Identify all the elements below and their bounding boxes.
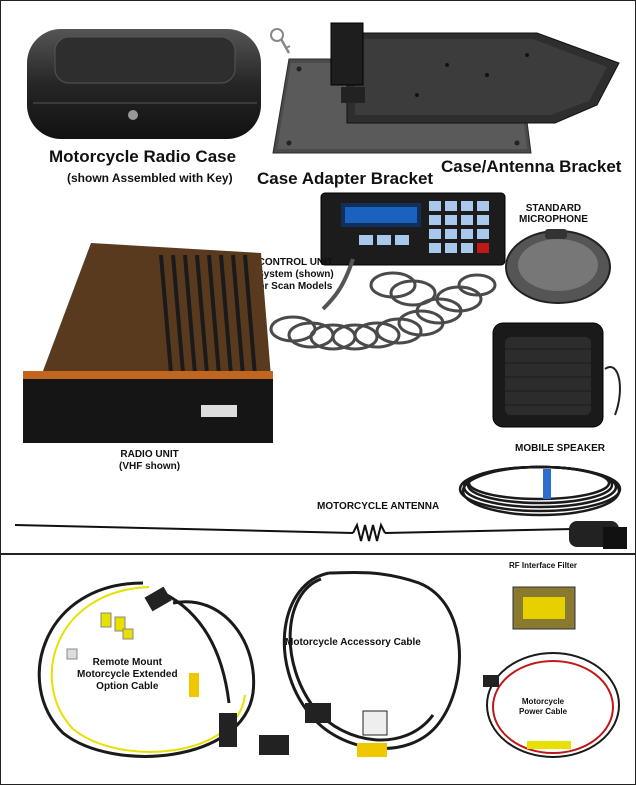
- standard-microphone-label: STANDARD MICROPHONE: [519, 203, 588, 225]
- remote-mount-line3: Option Cable: [96, 681, 159, 692]
- motorcycle-antenna-image: [14, 521, 627, 549]
- case-antenna-bracket-label: Case/Antenna Bracket: [441, 157, 622, 176]
- motorcycle-antenna-label: MOTORCYCLE ANTENNA: [317, 501, 440, 512]
- radio-unit-label: RADIO UNIT (VHF shown): [119, 449, 180, 473]
- coiled-cord-image: [269, 258, 497, 351]
- remote-mount-line2: Motorcycle Extended: [77, 669, 178, 680]
- radio-case-label: Motorcycle Radio Case: [49, 147, 237, 166]
- case-adapter-bracket-label: Case Adapter Bracket: [257, 169, 434, 188]
- radio-case-sublabel: (shown Assembled with Key): [67, 171, 233, 185]
- power-cable-label: Motorcycle Power Cable: [519, 697, 567, 717]
- control-unit-image: [320, 192, 506, 266]
- mobile-speaker-image: [492, 322, 621, 428]
- standard-microphone-line2: MICROPHONE: [519, 214, 588, 225]
- control-unit-line1: CONTROL UNIT: [257, 257, 334, 268]
- case-antenna-bracket-image: [330, 22, 620, 124]
- antenna-cable-bundle-image: [458, 465, 622, 517]
- control-unit-label: CONTROL UNIT System (shown) or Scan Mode…: [257, 257, 334, 293]
- accessory-cable-image: [259, 570, 461, 757]
- power-cable-line1: Motorcycle: [521, 697, 565, 706]
- remote-mount-line1: Remote Mount: [92, 657, 163, 668]
- motorcycle-radio-case-image: [27, 29, 261, 139]
- mobile-speaker-label: MOBILE SPEAKER: [515, 443, 606, 454]
- accessory-cable-label: Motorcycle Accessory Cable: [285, 637, 421, 648]
- control-unit-line3: or Scan Models: [258, 281, 333, 292]
- radio-unit-line2: (VHF shown): [119, 461, 181, 472]
- remote-mount-cable-image: [37, 581, 256, 758]
- power-cable-line2: Power Cable: [519, 707, 568, 716]
- power-cable-image: [483, 652, 620, 758]
- radio-unit-image: [23, 243, 273, 443]
- rf-interface-filter-image: [512, 586, 576, 630]
- rf-interface-filter-label: RF Interface Filter: [509, 561, 578, 570]
- key-icon: [270, 28, 291, 54]
- control-unit-line2: System (shown): [257, 269, 334, 280]
- radio-unit-line1: RADIO UNIT: [120, 449, 179, 460]
- section-divider: [1, 553, 635, 555]
- remote-mount-label: Remote Mount Motorcycle Extended Option …: [77, 657, 178, 693]
- microphone-image: [505, 229, 611, 304]
- standard-microphone-line1: STANDARD: [525, 203, 582, 214]
